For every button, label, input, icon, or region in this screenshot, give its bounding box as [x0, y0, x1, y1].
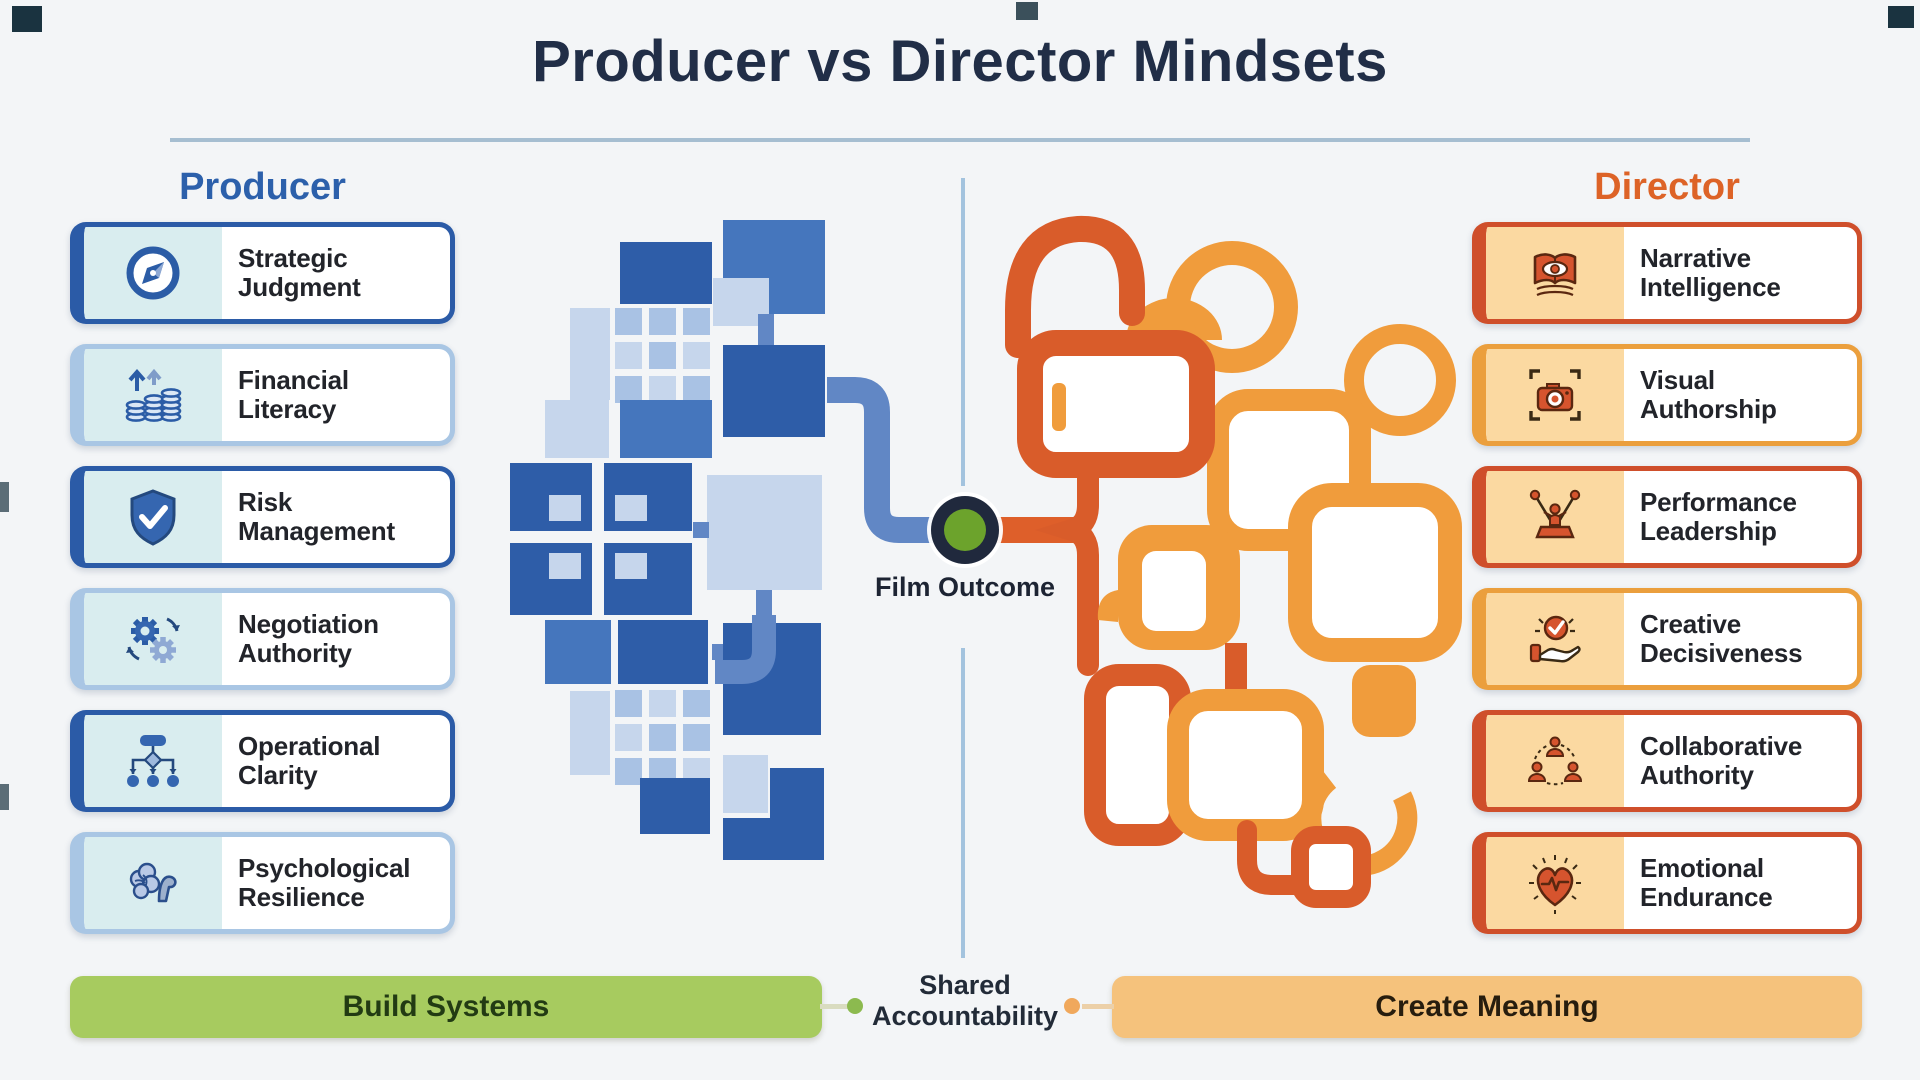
card-label: Performance Leadership [1640, 486, 1797, 546]
people-network-icon [1486, 715, 1624, 807]
card-performance-leadership: Performance Leadership [1472, 466, 1862, 568]
build-systems-bar: Build Systems [70, 976, 822, 1038]
film-outcome-label: Film Outcome [874, 572, 1056, 602]
build-connector-line [820, 1004, 850, 1009]
card-emotional-endurance: Emotional Endurance [1472, 832, 1862, 934]
camera-focus-icon [1486, 349, 1624, 441]
producer-header: Producer [179, 166, 346, 208]
card-operational-clarity: Operational Clarity [70, 710, 455, 812]
shared-accountability-label: Shared Accountability [871, 970, 1059, 1032]
card-negotiation-authority: Negotiation Authority [70, 588, 455, 690]
card-financial-literacy: Financial Literacy [70, 344, 455, 446]
brain-strength-icon [84, 837, 222, 929]
build-systems-label: Build Systems [342, 990, 550, 1023]
card-label: Psychological Resilience [238, 852, 411, 912]
card-strategic-judgment: Strategic Judgment [70, 222, 455, 324]
card-label: Strategic Judgment [238, 242, 361, 302]
compass-icon [84, 227, 222, 319]
build-connector-dot [847, 998, 863, 1014]
center-divider [961, 178, 965, 486]
center-divider [961, 648, 965, 958]
card-narrative-intelligence: Narrative Intelligence [1472, 222, 1862, 324]
card-label: Collaborative Authority [1640, 730, 1803, 790]
corner-artifact [1888, 6, 1914, 28]
edge-artifact [0, 784, 9, 810]
create-connector-line [1082, 1004, 1114, 1009]
create-meaning-bar: Create Meaning [1112, 976, 1862, 1038]
create-meaning-label: Create Meaning [1375, 990, 1599, 1023]
spotlight-stage-icon [1486, 471, 1624, 563]
flowchart-icon [84, 715, 222, 807]
card-label: Creative Decisiveness [1640, 608, 1803, 668]
create-connector-dot [1064, 998, 1080, 1014]
card-label: Risk Management [238, 486, 395, 546]
title-divider [170, 138, 1750, 142]
card-label: Financial Literacy [238, 364, 349, 424]
card-label: Negotiation Authority [238, 608, 379, 668]
gears-cycle-icon [84, 593, 222, 685]
card-label: Visual Authorship [1640, 364, 1777, 424]
heart-pulse-icon [1486, 837, 1624, 929]
page-title: Producer vs Director Mindsets [532, 29, 1388, 94]
edge-artifact [0, 482, 9, 512]
director-card-list: Narrative Intelligence Visual Authorship [1472, 222, 1862, 934]
card-label: Narrative Intelligence [1640, 242, 1781, 302]
film-outcome-node-core [944, 509, 986, 551]
growth-coins-icon [84, 349, 222, 441]
card-label: Emotional Endurance [1640, 852, 1773, 912]
card-collaborative-authority: Collaborative Authority [1472, 710, 1862, 812]
producer-card-list: Strategic Judgment F [70, 222, 455, 934]
card-visual-authorship: Visual Authorship [1472, 344, 1862, 446]
hand-check-icon [1486, 593, 1624, 685]
book-eye-icon [1486, 227, 1624, 319]
corner-artifact [1016, 2, 1038, 20]
director-header: Director [1594, 166, 1740, 208]
shield-check-icon [84, 471, 222, 563]
card-psychological-resilience: Psychological Resilience [70, 832, 455, 934]
card-risk-management: Risk Management [70, 466, 455, 568]
film-outcome-node [931, 496, 999, 564]
director-brain-graphic [1005, 215, 1462, 908]
corner-artifact [12, 6, 42, 32]
producer-brain-graphic [510, 220, 915, 860]
card-creative-decisiveness: Creative Decisiveness [1472, 588, 1862, 690]
card-label: Operational Clarity [238, 730, 381, 790]
